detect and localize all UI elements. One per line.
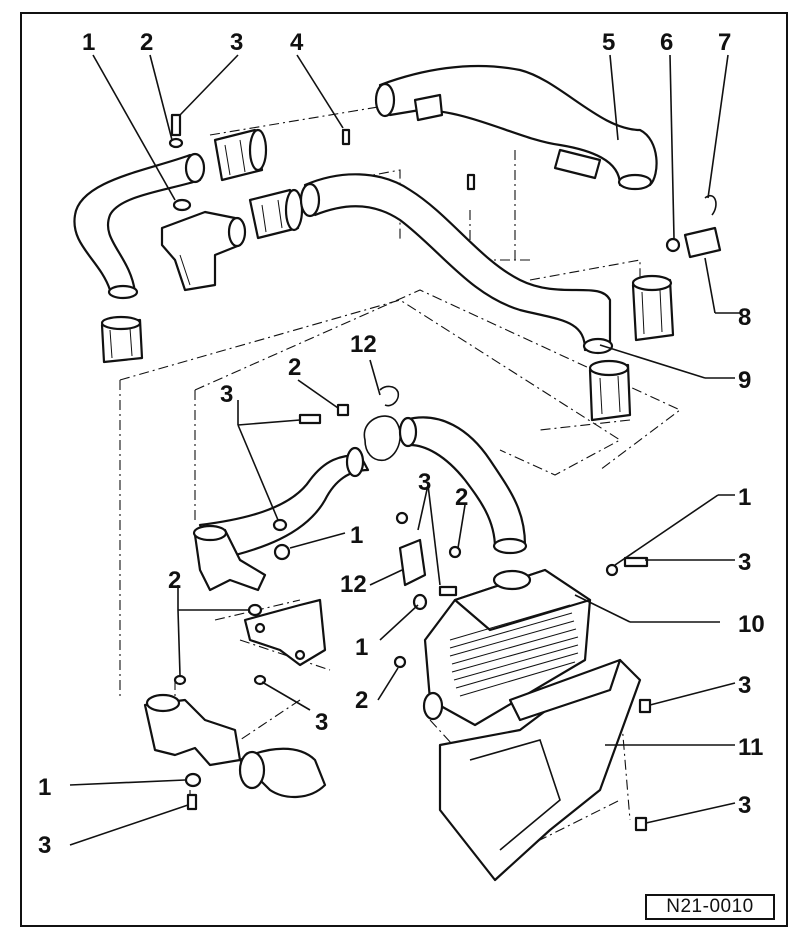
curved-hose-to-cooler (398, 416, 528, 555)
air-duct-11 (438, 658, 642, 882)
upper-left-clamp-sleeve (213, 128, 268, 182)
callout-5: 5 (602, 29, 615, 56)
callout-3: 3 (418, 469, 431, 496)
callout-3: 3 (738, 672, 751, 699)
callout-3: 3 (315, 709, 328, 736)
lower-left-clamp-sleeve (100, 315, 144, 364)
callout-2: 2 (355, 687, 368, 714)
callout-2: 2 (455, 484, 468, 511)
gasket-12 (363, 385, 401, 462)
callout-1: 1 (350, 522, 363, 549)
callout-1: 1 (82, 29, 95, 56)
callout-labels: 1 2 3 4 5 6 7 8 9 12 2 3 1 3 2 1 3 12 2 … (38, 29, 765, 859)
callout-3: 3 (38, 832, 51, 859)
callout-3: 3 (230, 29, 243, 56)
sensor-and-oring (665, 195, 722, 259)
callout-2: 2 (140, 29, 153, 56)
fasteners (168, 113, 652, 832)
callout-3: 3 (738, 549, 751, 576)
lower-hose-to-cooler (238, 747, 327, 799)
callout-12: 12 (340, 571, 367, 598)
right-clamp-sleeve-upper (631, 274, 675, 342)
callout-7: 7 (718, 29, 731, 56)
callout-4: 4 (290, 29, 304, 56)
callout-11: 11 (738, 734, 763, 761)
callout-3: 3 (738, 792, 751, 819)
figure-reference-code: N21-0010 (645, 894, 775, 920)
upper-left-hose (73, 152, 206, 300)
intercooler-10 (422, 568, 592, 727)
charge-air-hose-middle (198, 446, 370, 562)
small-bracket-12 (398, 538, 427, 587)
callout-8: 8 (738, 304, 751, 331)
leader-lines (69, 54, 740, 846)
lower-left-elbow (143, 693, 242, 767)
long-charge-air-pipe (299, 173, 614, 355)
callout-9: 9 (738, 367, 751, 394)
callout-2: 2 (288, 354, 301, 381)
callout-2: 2 (168, 567, 181, 594)
throttle-connection-elbow (160, 210, 247, 292)
callout-1: 1 (355, 634, 368, 661)
callout-12: 12 (350, 331, 377, 358)
middle-clamp-sleeve (248, 188, 304, 240)
upper-charge-air-pipe (374, 64, 658, 191)
bracket-12 (243, 598, 327, 667)
callout-3: 3 (220, 381, 233, 408)
left-elbow-pipe (192, 524, 267, 592)
callout-6: 6 (660, 29, 673, 56)
right-clamp-sleeve-lower (588, 359, 632, 422)
callout-1: 1 (38, 774, 51, 801)
diagram-frame (20, 12, 788, 927)
callout-1: 1 (738, 484, 751, 511)
callout-10: 10 (738, 611, 765, 638)
